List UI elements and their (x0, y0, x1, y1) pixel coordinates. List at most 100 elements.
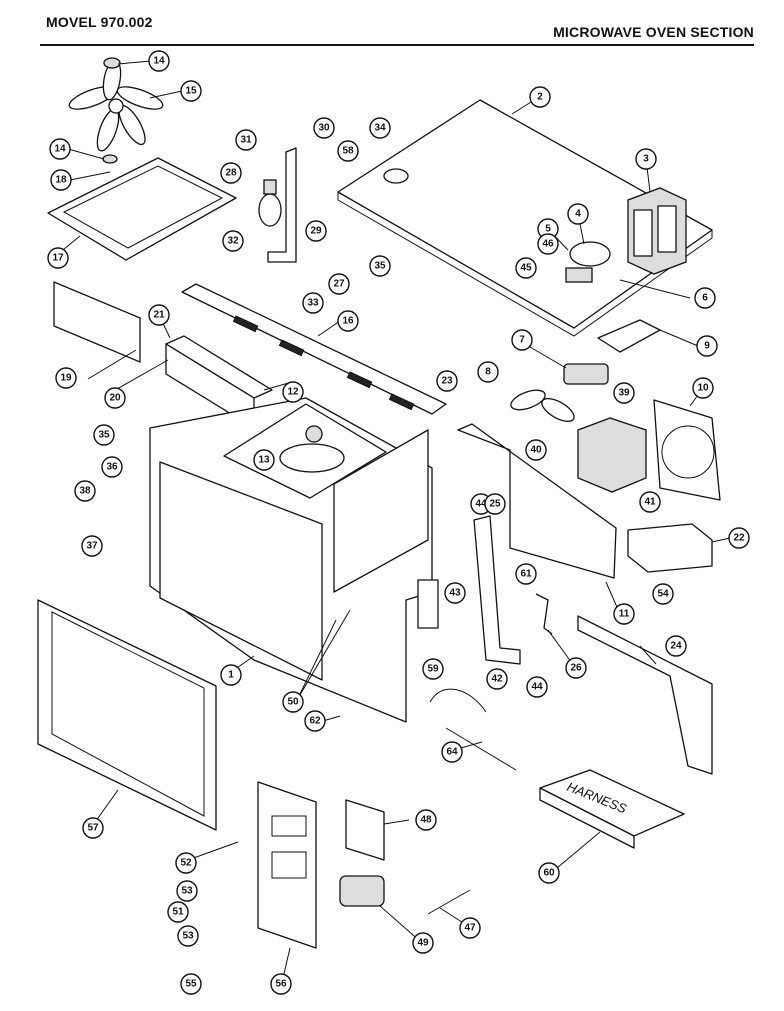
svg-text:24: 24 (670, 641, 682, 652)
svg-text:38: 38 (79, 486, 91, 497)
svg-text:36: 36 (106, 462, 118, 473)
svg-text:31: 31 (240, 135, 252, 146)
svg-text:16: 16 (342, 316, 354, 327)
callout: 27 (328, 273, 350, 295)
callout: 2 (529, 86, 551, 108)
svg-text:14: 14 (54, 144, 66, 155)
callout: 45 (515, 257, 537, 279)
svg-text:57: 57 (87, 823, 99, 834)
svg-text:5: 5 (545, 224, 551, 235)
callout: 37 (81, 535, 103, 557)
callout: 14 (49, 138, 71, 160)
callout: 6 (694, 287, 716, 309)
svg-text:46: 46 (542, 239, 554, 250)
fan-housing-part (653, 399, 721, 501)
callout: 50 (282, 691, 304, 713)
callout: 49 (412, 932, 434, 954)
svg-text:11: 11 (619, 609, 630, 620)
magnetron-part (577, 417, 647, 493)
transformer-part (627, 187, 687, 275)
svg-text:27: 27 (333, 279, 345, 290)
callout: 11 (613, 603, 635, 625)
svg-text:2: 2 (537, 92, 543, 103)
svg-text:15: 15 (185, 86, 197, 97)
callout: 39 (613, 382, 635, 404)
callout: 9 (696, 335, 718, 357)
svg-text:56: 56 (275, 979, 287, 990)
svg-text:52: 52 (180, 858, 192, 869)
callout: 10 (692, 377, 714, 399)
callout: 61 (515, 563, 537, 585)
side-panel-part (53, 281, 141, 363)
callout: 44 (526, 676, 548, 698)
svg-text:40: 40 (530, 445, 542, 456)
callout: 29 (305, 220, 327, 242)
callout: 12 (282, 381, 304, 403)
callout: 23 (436, 370, 458, 392)
latch-part (535, 593, 553, 635)
callout: 26 (565, 657, 587, 679)
callout: 20 (104, 387, 126, 409)
callout: 62 (304, 710, 326, 732)
svg-text:20: 20 (109, 393, 121, 404)
fan-blade-part (68, 59, 164, 152)
callout: 21 (148, 304, 170, 326)
callout: 41 (639, 491, 661, 513)
callout: 54 (652, 583, 674, 605)
callout: 24 (665, 635, 687, 657)
callout: 16 (337, 310, 359, 332)
sensor-part (429, 688, 487, 713)
svg-text:19: 19 (60, 373, 72, 384)
section-title: MICROWAVE OVEN SECTION (553, 24, 754, 40)
svg-text:60: 60 (543, 868, 555, 879)
callout: 15 (180, 80, 202, 102)
svg-text:14: 14 (153, 56, 165, 67)
shield-part (577, 615, 713, 775)
svg-text:49: 49 (417, 938, 429, 949)
svg-text:33: 33 (307, 298, 319, 309)
washer-part (102, 154, 118, 164)
callout: 51 (167, 901, 189, 923)
svg-text:37: 37 (86, 541, 98, 552)
callout: 17 (47, 247, 69, 269)
svg-text:10: 10 (697, 383, 709, 394)
callout: 7 (511, 329, 533, 351)
motor-part (563, 363, 609, 385)
svg-text:53: 53 (182, 931, 194, 942)
svg-text:55: 55 (185, 979, 197, 990)
svg-text:54: 54 (657, 589, 669, 600)
control-panel-part (257, 781, 317, 949)
svg-text:30: 30 (318, 123, 330, 134)
svg-text:3: 3 (643, 154, 649, 165)
svg-text:48: 48 (420, 815, 432, 826)
lamp-part (258, 193, 282, 227)
svg-text:29: 29 (310, 226, 322, 237)
svg-text:22: 22 (733, 533, 745, 544)
callout: 36 (101, 456, 123, 478)
callout: 28 (220, 162, 242, 184)
svg-text:39: 39 (618, 388, 630, 399)
svg-text:35: 35 (98, 430, 110, 441)
model-number: MOVEL 970.002 (46, 14, 153, 30)
capacitor-part (569, 241, 611, 267)
svg-text:47: 47 (464, 923, 476, 934)
callout: 5 (537, 218, 559, 240)
svg-text:6: 6 (702, 293, 708, 304)
callout: 18 (50, 169, 72, 191)
bracket-part (267, 147, 297, 263)
clip-part (597, 319, 661, 353)
svg-text:62: 62 (309, 716, 321, 727)
box-part (627, 523, 713, 573)
callout: 3 (635, 148, 657, 170)
svg-text:12: 12 (287, 387, 299, 398)
door-part (37, 599, 217, 831)
callout: 25 (484, 493, 506, 515)
callout: 35 (93, 424, 115, 446)
callout: 58 (337, 140, 359, 162)
svg-text:44: 44 (531, 682, 543, 693)
callout: 43 (444, 582, 466, 604)
svg-text:8: 8 (485, 367, 491, 378)
callout: 48 (415, 809, 437, 831)
callout: 57 (82, 817, 104, 839)
